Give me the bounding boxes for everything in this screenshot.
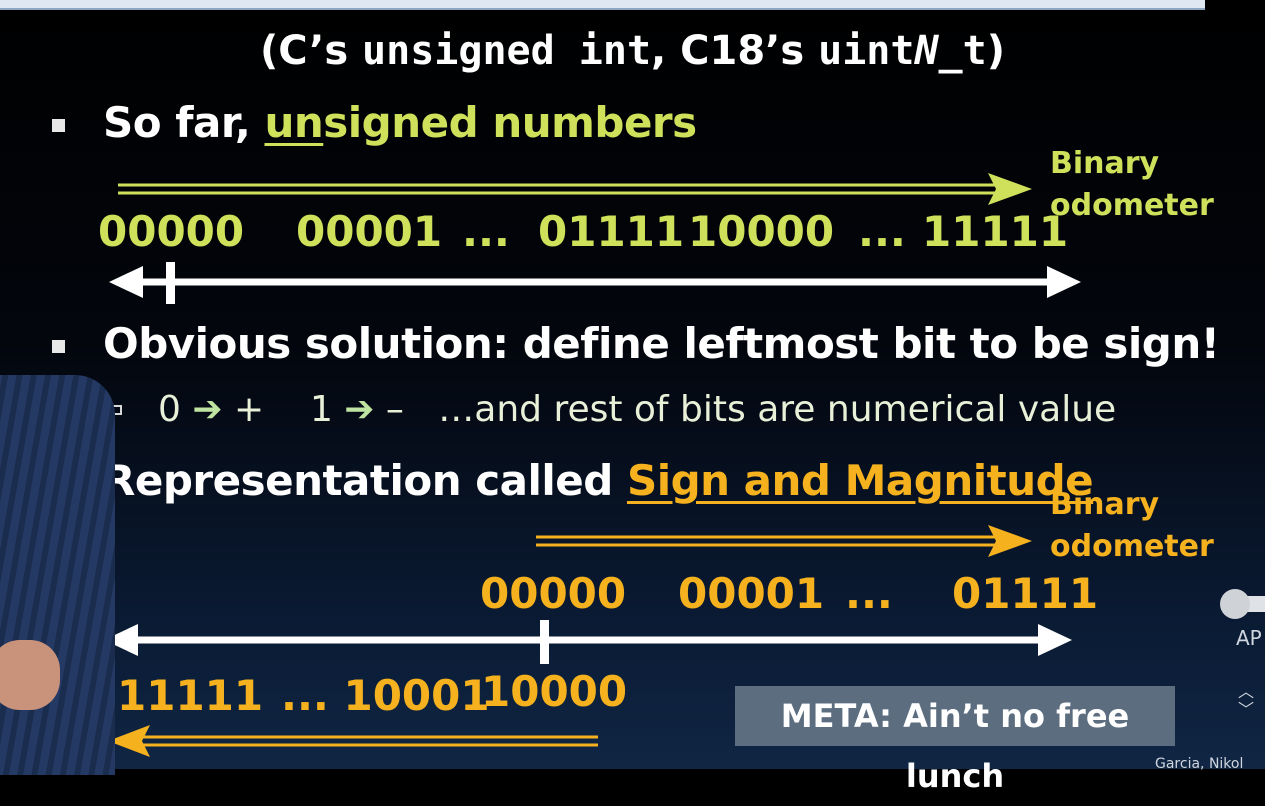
sub-plus: + xyxy=(233,389,265,430)
title-text-1: (C’s xyxy=(260,28,363,74)
bullet-1-underlined: un xyxy=(264,98,324,147)
chevron-up-icon[interactable]: ︿ xyxy=(1238,682,1255,701)
bullet-3-text: Representation called Sign and Magnitude xyxy=(103,456,1094,505)
bullet-1-marker xyxy=(52,119,65,132)
odometer-label-1-line2: odometer xyxy=(1050,188,1214,223)
title-code-n: N xyxy=(914,28,939,74)
title-text-3: ) xyxy=(986,28,1005,74)
unsigned-number-line xyxy=(109,262,1081,304)
sm-negative-value: 11111 xyxy=(117,671,264,720)
sign-magnitude-odometer-arrow-negative xyxy=(108,725,598,757)
unsigned-value: 00000 xyxy=(98,207,245,256)
title-code-t: _t xyxy=(938,28,987,74)
bullet-3-prefix: Representation called xyxy=(103,456,627,505)
sign-magnitude-number-line xyxy=(104,620,1072,664)
bullet-1-highlight: signed numbers xyxy=(323,98,697,147)
unsigned-odometer-arrow xyxy=(118,173,1032,205)
slide-title: (C’s unsigned int, C18’s uintN_t) xyxy=(0,28,1265,74)
sm-negative-zero: 10000 xyxy=(481,667,628,716)
sm-negative-value: ... 10001 xyxy=(281,671,490,720)
odometer-label-1-line1: Binary xyxy=(1050,146,1160,181)
unsigned-ellipsis: ... xyxy=(858,207,906,256)
slide-top-rule xyxy=(0,0,1205,10)
odometer-label-2-line1: Binary xyxy=(1050,487,1160,522)
odometer-label-1: Binary odometer xyxy=(1050,143,1214,227)
unsigned-value: 11111 xyxy=(922,207,1069,256)
sub-one: 1 xyxy=(309,389,333,430)
sub-zero: 0 xyxy=(158,389,181,430)
chevron-down-icon[interactable]: ﹀ xyxy=(1238,700,1255,719)
odometer-label-2-line2: odometer xyxy=(1050,529,1214,564)
title-code-uint: uint xyxy=(818,28,915,74)
side-label: AP xyxy=(1236,626,1262,650)
right-arrow-icon: ➔ xyxy=(192,389,223,430)
sm-value: 00001 xyxy=(678,569,825,618)
sub-bullet-text: 0 ➔ + 1 ➔ – …and rest of bits are numeri… xyxy=(158,389,1116,430)
unsigned-ellipsis: ... xyxy=(462,207,510,256)
bullet-2-text: Obvious solution: define leftmost bit to… xyxy=(103,319,1220,368)
meta-callout: META: Ain’t no free lunch xyxy=(735,686,1175,795)
meta-callout-text: META: Ain’t no free lunch xyxy=(780,697,1130,795)
bullet-2-marker xyxy=(52,340,65,353)
sm-value: 01111 xyxy=(952,569,1099,618)
player-toggle-knob[interactable] xyxy=(1220,589,1250,619)
odometer-label-2: Binary odometer xyxy=(1050,484,1214,568)
bullet-1-text: So far, unsigned numbers xyxy=(103,98,697,147)
unsigned-value: 10000 xyxy=(688,207,835,256)
title-code-unsigned-int: unsigned int xyxy=(362,28,652,74)
presenter-figure xyxy=(0,375,115,775)
video-credit: Garcia, Nikol xyxy=(1155,756,1244,772)
sub-minus: – xyxy=(385,389,404,430)
sub-rest: …and rest of bits are numerical value xyxy=(438,389,1117,430)
presenter-hand xyxy=(0,640,60,710)
bullet-3-highlight: Sign and Magnitude xyxy=(626,456,1094,505)
sm-ellipsis: ... xyxy=(845,569,893,618)
sm-value: 00000 xyxy=(480,569,627,618)
bullet-1-prefix: So far, xyxy=(103,98,265,147)
right-arrow-icon: ➔ xyxy=(344,389,375,430)
unsigned-value: 00001 xyxy=(296,207,443,256)
unsigned-value: 01111 xyxy=(538,207,685,256)
title-text-2: , C18’s xyxy=(651,28,819,74)
sign-magnitude-odometer-arrow-positive xyxy=(536,525,1032,557)
